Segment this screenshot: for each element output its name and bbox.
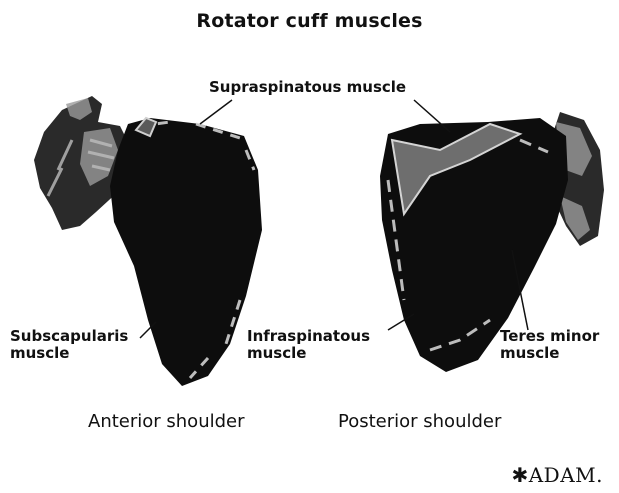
subscapularis-label-line2: muscle bbox=[10, 345, 128, 362]
anterior-shoulder-caption: Anterior shoulder bbox=[88, 411, 245, 432]
subscapularis-label-line1: Subscapularis bbox=[10, 328, 128, 345]
subscapularis-label: Subscapularis muscle bbox=[10, 328, 128, 362]
supraspinatous-label: Supraspinatous muscle bbox=[209, 79, 406, 96]
infraspinatous-label: Infraspinatous muscle bbox=[247, 328, 370, 362]
posterior-shoulder-caption: Posterior shoulder bbox=[338, 411, 501, 432]
adam-logo: ✱ADAM. bbox=[511, 463, 603, 487]
infraspinatous-label-line1: Infraspinatous bbox=[247, 328, 370, 345]
adam-star-icon: ✱ bbox=[511, 463, 528, 487]
supraspinatous-leader-left bbox=[200, 100, 232, 124]
infraspinatous-label-line2: muscle bbox=[247, 345, 370, 362]
teres-minor-label-line2: muscle bbox=[500, 345, 599, 362]
teres-minor-label: Teres minor muscle bbox=[500, 328, 599, 362]
teres-minor-label-line1: Teres minor bbox=[500, 328, 599, 345]
subscapularis-muscle-shape bbox=[110, 118, 262, 386]
adam-logo-text: ADAM. bbox=[529, 463, 603, 487]
